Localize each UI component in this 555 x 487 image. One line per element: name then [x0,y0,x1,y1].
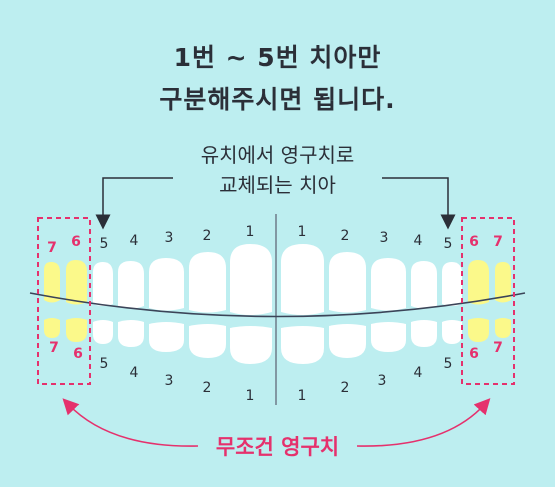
upper-right-number-1: 1 [298,224,307,240]
lower-right-number-7: 7 [493,340,503,356]
tooth-upper-right-5 [442,262,462,306]
title-line-2: 구분해주시면 됩니다. [159,85,396,114]
upper-right-number-4: 4 [414,233,423,249]
tooth-upper-right-3 [371,258,406,311]
upper-left-number-5: 5 [100,236,109,252]
tooth-upper-right-6 [468,260,489,305]
upper-left-number-3: 3 [165,230,174,246]
tooth-lower-right-6 [468,318,489,342]
tooth-upper-left-7 [44,262,60,303]
tooth-lower-left-1 [230,326,272,364]
tooth-upper-left-1 [230,244,272,315]
tooth-upper-left-5 [93,262,113,306]
upper-right-number-5: 5 [444,236,453,252]
upper-right-number-6: 6 [469,234,479,250]
upper-left-number-1: 1 [246,224,255,240]
lower-left-number-4: 4 [130,365,139,381]
lower-right-number-3: 3 [378,373,387,389]
upper-teeth [44,244,511,315]
tooth-upper-left-6 [66,260,87,305]
tooth-upper-left-3 [149,258,184,311]
lower-left-number-1: 1 [246,388,255,404]
lower-right-number-6: 6 [469,346,479,362]
tooth-lower-right-3 [371,322,406,352]
tooth-lower-right-7 [495,318,511,338]
lower-right-number-1: 1 [298,388,307,404]
subtitle-line-1: 유치에서 영구치로 [200,143,355,167]
tooth-lower-left-6 [66,318,87,342]
lower-left-number-5: 5 [100,356,109,372]
left-pink-arrow [62,398,199,447]
tooth-lower-right-1 [281,326,324,364]
upper-left-number-7: 7 [47,240,57,256]
left-molar-box [37,217,91,385]
right-molar-box [461,217,515,385]
lower-teeth [44,318,511,364]
permanent-teeth-label: 무조건 영구치 [215,435,340,459]
lower-right-number-4: 4 [414,365,423,381]
tooth-lower-right-2 [329,324,366,358]
upper-right-number-3: 3 [380,230,389,246]
lower-right-number-2: 2 [341,380,350,396]
tooth-lower-right-4 [411,320,437,347]
tooth-lower-left-4 [118,320,144,347]
right-pink-arrow [356,398,491,447]
tooth-upper-right-4 [411,261,437,309]
upper-right-number-7: 7 [493,234,503,250]
tooth-upper-right-2 [329,252,366,313]
tooth-lower-left-7 [44,318,60,338]
tooth-lower-right-5 [442,320,462,344]
tooth-upper-right-7 [495,262,511,303]
lower-left-number-3: 3 [165,373,174,389]
lower-left-number-6: 6 [73,346,83,362]
tooth-upper-left-2 [189,252,226,313]
left-connector [95,177,173,230]
upper-left-number-2: 2 [203,228,212,244]
tooth-lower-left-2 [189,324,226,358]
lower-left-number-7: 7 [49,340,59,356]
tooth-upper-right-1 [281,244,324,315]
tooth-upper-left-4 [118,261,144,309]
lower-right-number-5: 5 [444,356,453,372]
lower-left-number-2: 2 [203,380,212,396]
tooth-lower-left-3 [149,322,184,352]
tooth-lower-left-5 [93,320,113,344]
title-line-1: 1번 ~ 5번 치아만 [173,43,382,72]
subtitle-line-2: 교체되는 치아 [219,173,336,197]
upper-left-number-4: 4 [130,233,139,249]
upper-left-number-6: 6 [71,234,81,250]
right-connector [382,177,456,230]
bite-line [29,292,526,318]
upper-right-number-2: 2 [341,228,350,244]
